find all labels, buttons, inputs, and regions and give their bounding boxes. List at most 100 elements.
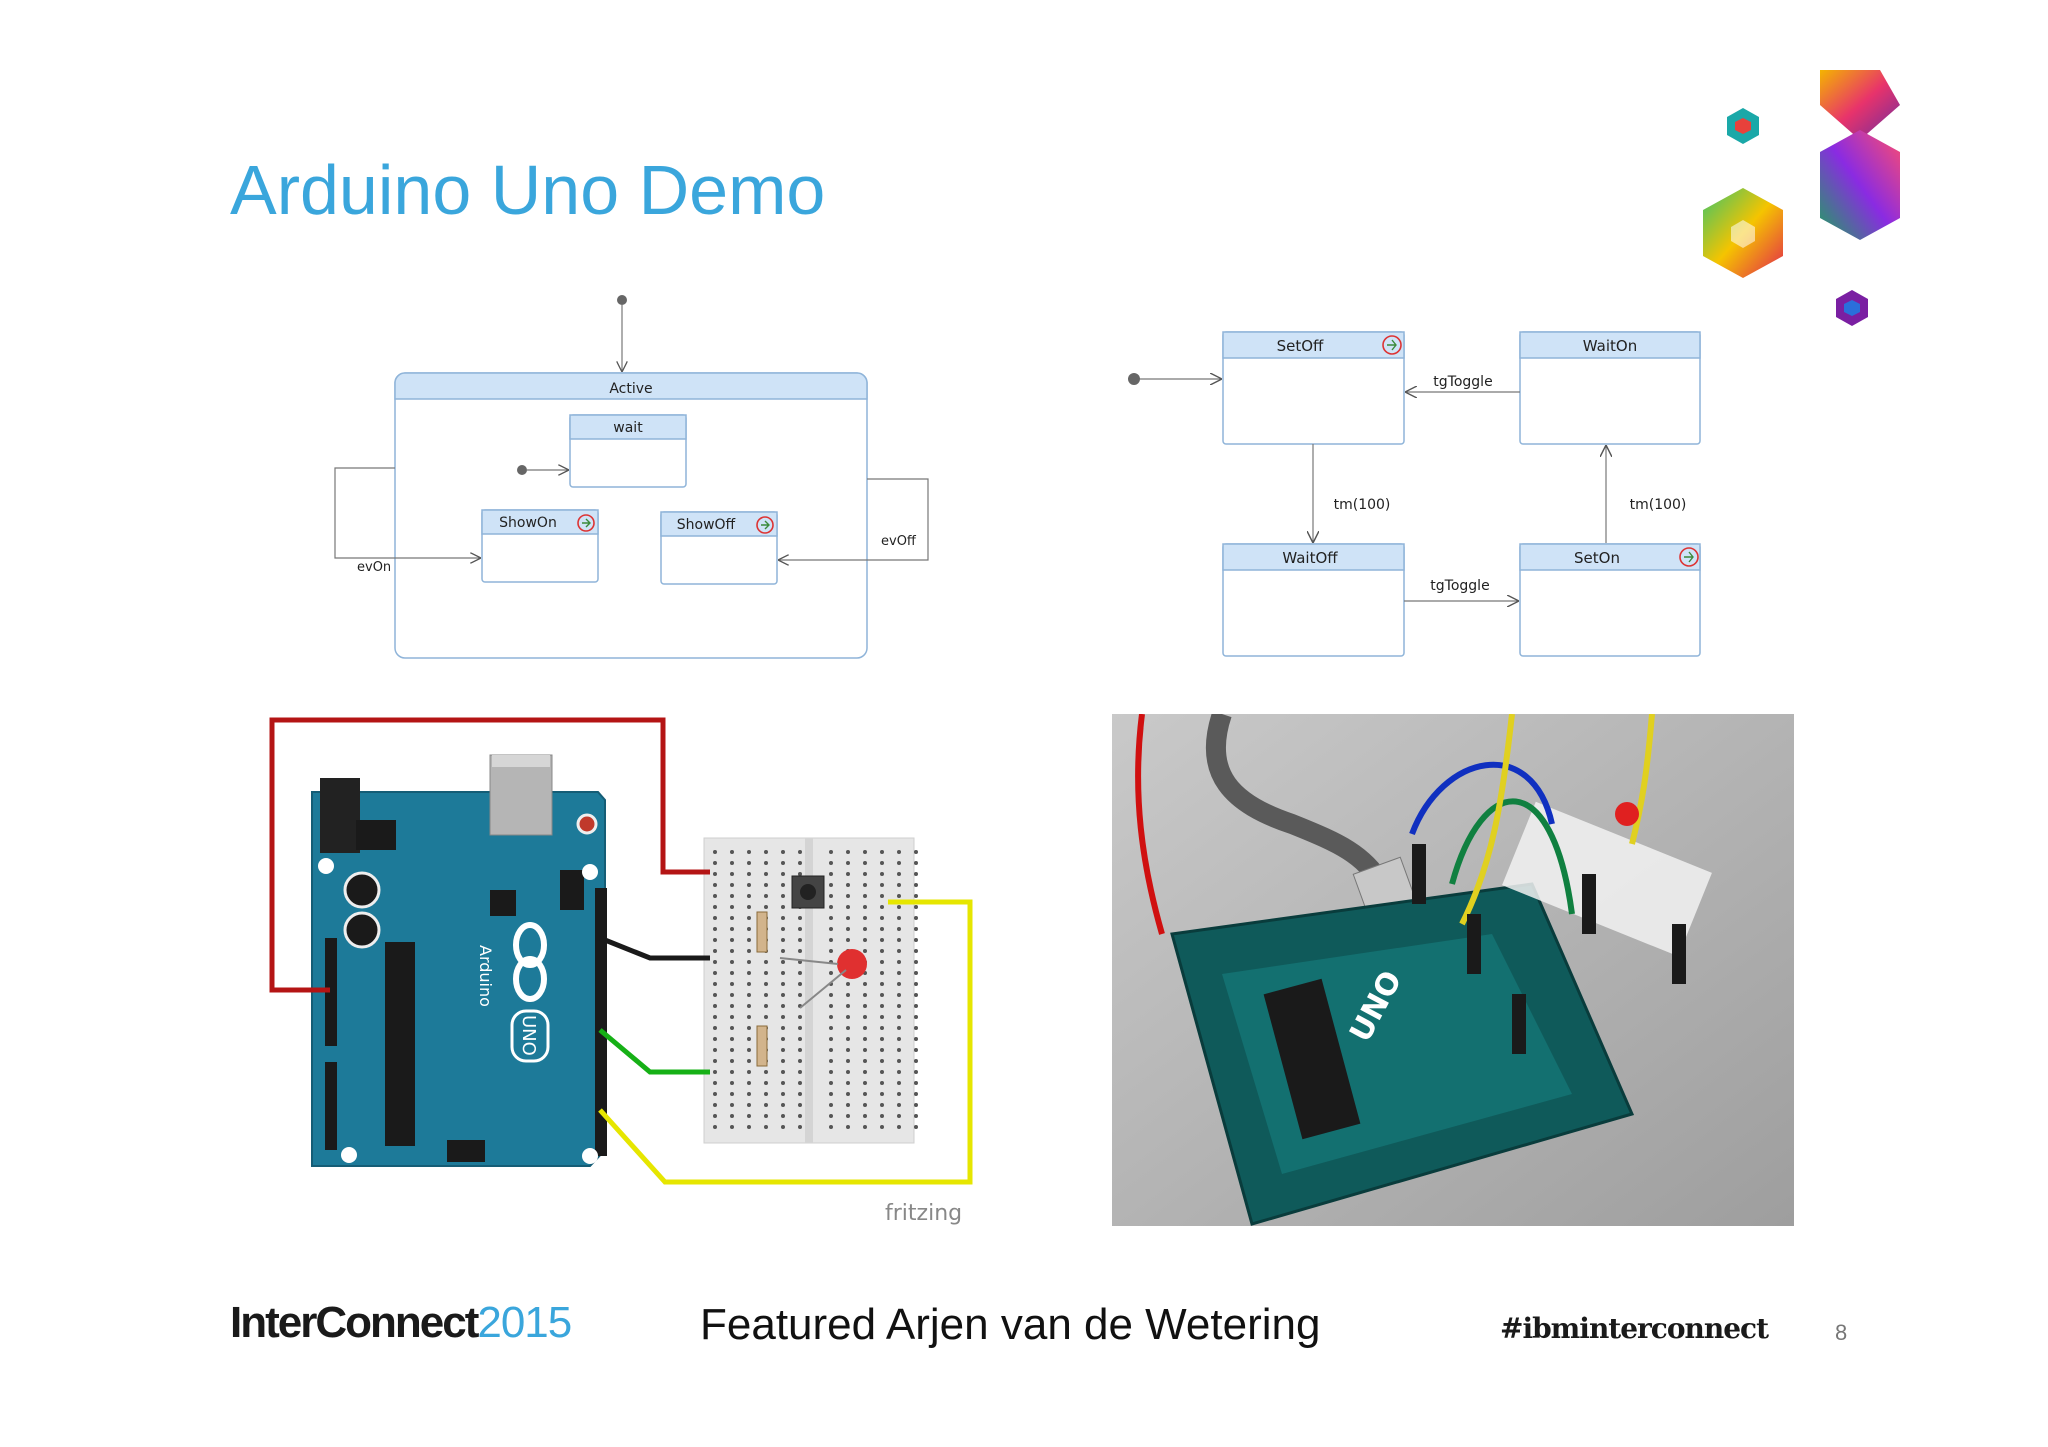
chip-photo (1263, 978, 1361, 1140)
breadboard-hole (846, 894, 850, 898)
breadboard-hole (730, 850, 734, 854)
breadboard-hole (863, 1103, 867, 1107)
breadboard-hole (897, 883, 901, 887)
breadboard-hole (863, 916, 867, 920)
initial-pseudostate (1128, 373, 1140, 385)
breadboard-hole (897, 982, 901, 986)
resistor (756, 1025, 768, 1067)
state-waitoff[interactable]: WaitOff (1222, 543, 1405, 657)
breadboard-hole (846, 1125, 850, 1129)
breadboard-hole (730, 1103, 734, 1107)
breadboard-hole (846, 1048, 850, 1052)
breadboard-hole (747, 883, 751, 887)
breadboard-hole (747, 1092, 751, 1096)
breadboard-hole (764, 982, 768, 986)
breadboard-hole (798, 993, 802, 997)
breadboard-hole (798, 872, 802, 876)
state-setoff[interactable]: SetOff (1222, 331, 1405, 445)
transition-evoff[interactable] (778, 478, 929, 560)
breadboard-hole (713, 960, 717, 964)
breadboard-hole (914, 960, 918, 964)
breadboard-hole (713, 1015, 717, 1019)
breadboard-hole (880, 872, 884, 876)
breadboard-hole (846, 1114, 850, 1118)
state-active[interactable]: Active (394, 372, 868, 659)
breadboard-hole (863, 1114, 867, 1118)
breadboard-hole (863, 938, 867, 942)
breadboard-hole (880, 938, 884, 942)
breadboard-hole (764, 905, 768, 909)
breadboard-hole (863, 1081, 867, 1085)
breadboard-hole (798, 1015, 802, 1019)
breadboard-hole (713, 1048, 717, 1052)
state-wait-label: wait (613, 420, 643, 436)
breadboard-hole (880, 1015, 884, 1019)
transition-evon[interactable] (334, 467, 481, 558)
breadboard-hole (914, 971, 918, 975)
breadboard-hole (829, 927, 833, 931)
transition-timer-left-label: tm(100) (1334, 497, 1391, 513)
breadboard-hole (713, 1026, 717, 1030)
breadboard-hole (829, 883, 833, 887)
breadboard-hole (764, 1114, 768, 1118)
breadboard-hole (914, 1004, 918, 1008)
breadboard-hole (764, 861, 768, 865)
footer-brand-logo: InterConnect2015 (230, 1298, 572, 1348)
state-seton[interactable]: SetOn (1519, 543, 1701, 657)
breadboard-hole (798, 971, 802, 975)
breadboard-hole (713, 894, 717, 898)
breadboard-hole (863, 1048, 867, 1052)
breadboard-hole (897, 1026, 901, 1030)
reset-button[interactable] (576, 813, 598, 835)
breadboard-hole (764, 894, 768, 898)
state-showoff[interactable]: ShowOff (660, 511, 778, 585)
breadboard-hole (880, 1081, 884, 1085)
breadboard-hole (781, 971, 785, 975)
breadboard-hole (730, 982, 734, 986)
breadboard-hole (730, 883, 734, 887)
breadboard-hole (798, 850, 802, 854)
breadboard-hole (781, 1070, 785, 1074)
breadboard-hole (863, 1015, 867, 1019)
state-machine-left: Active wait ShowOn ShowOff evOn evOff (334, 295, 929, 659)
fritzing-watermark: fritzing (885, 1201, 962, 1226)
breadboard-hole (846, 850, 850, 854)
breadboard-hole (730, 927, 734, 931)
breadboard-hole (781, 1103, 785, 1107)
state-wait[interactable]: wait (569, 414, 687, 488)
breadboard-hole (880, 894, 884, 898)
breadboard-hole (829, 905, 833, 909)
breadboard-hole (829, 1004, 833, 1008)
state-waitoff-label: WaitOff (1282, 549, 1338, 567)
breadboard-hole (798, 1037, 802, 1041)
transition-evon-label: evOn (357, 560, 391, 575)
breadboard-hole (781, 960, 785, 964)
arduino-uno-board: Arduino UNO (311, 754, 607, 1167)
breadboard-hole (914, 916, 918, 920)
page-number: 8 (1835, 1320, 1848, 1345)
breadboard-hole (713, 861, 717, 865)
breadboard-hole (798, 861, 802, 865)
state-machine-right: SetOff WaitOn WaitOff SetOn tgToggle tm(… (1128, 331, 1701, 657)
breadboard-hole (730, 1081, 734, 1085)
breadboard-hole (863, 927, 867, 931)
breadboard-hole (897, 905, 901, 909)
power-jack (320, 778, 360, 853)
refresh-icon (577, 514, 595, 532)
transition-evoff-label: evOff (881, 534, 917, 549)
state-waiton[interactable]: WaitOn (1519, 331, 1701, 445)
state-showon[interactable]: ShowOn (481, 509, 599, 583)
breadboard-hole (730, 1059, 734, 1063)
breadboard-hole (829, 1081, 833, 1085)
breadboard-hole (880, 1037, 884, 1041)
breadboard-hole (798, 1059, 802, 1063)
breadboard-hole (798, 927, 802, 931)
breadboard-hole (713, 1114, 717, 1118)
breadboard-hole (897, 949, 901, 953)
breadboard-hole (730, 861, 734, 865)
refresh-icon (756, 516, 774, 534)
breadboard-hole (747, 971, 751, 975)
breadboard-hole (713, 938, 717, 942)
breadboard-hole (829, 894, 833, 898)
breadboard-hole (880, 916, 884, 920)
